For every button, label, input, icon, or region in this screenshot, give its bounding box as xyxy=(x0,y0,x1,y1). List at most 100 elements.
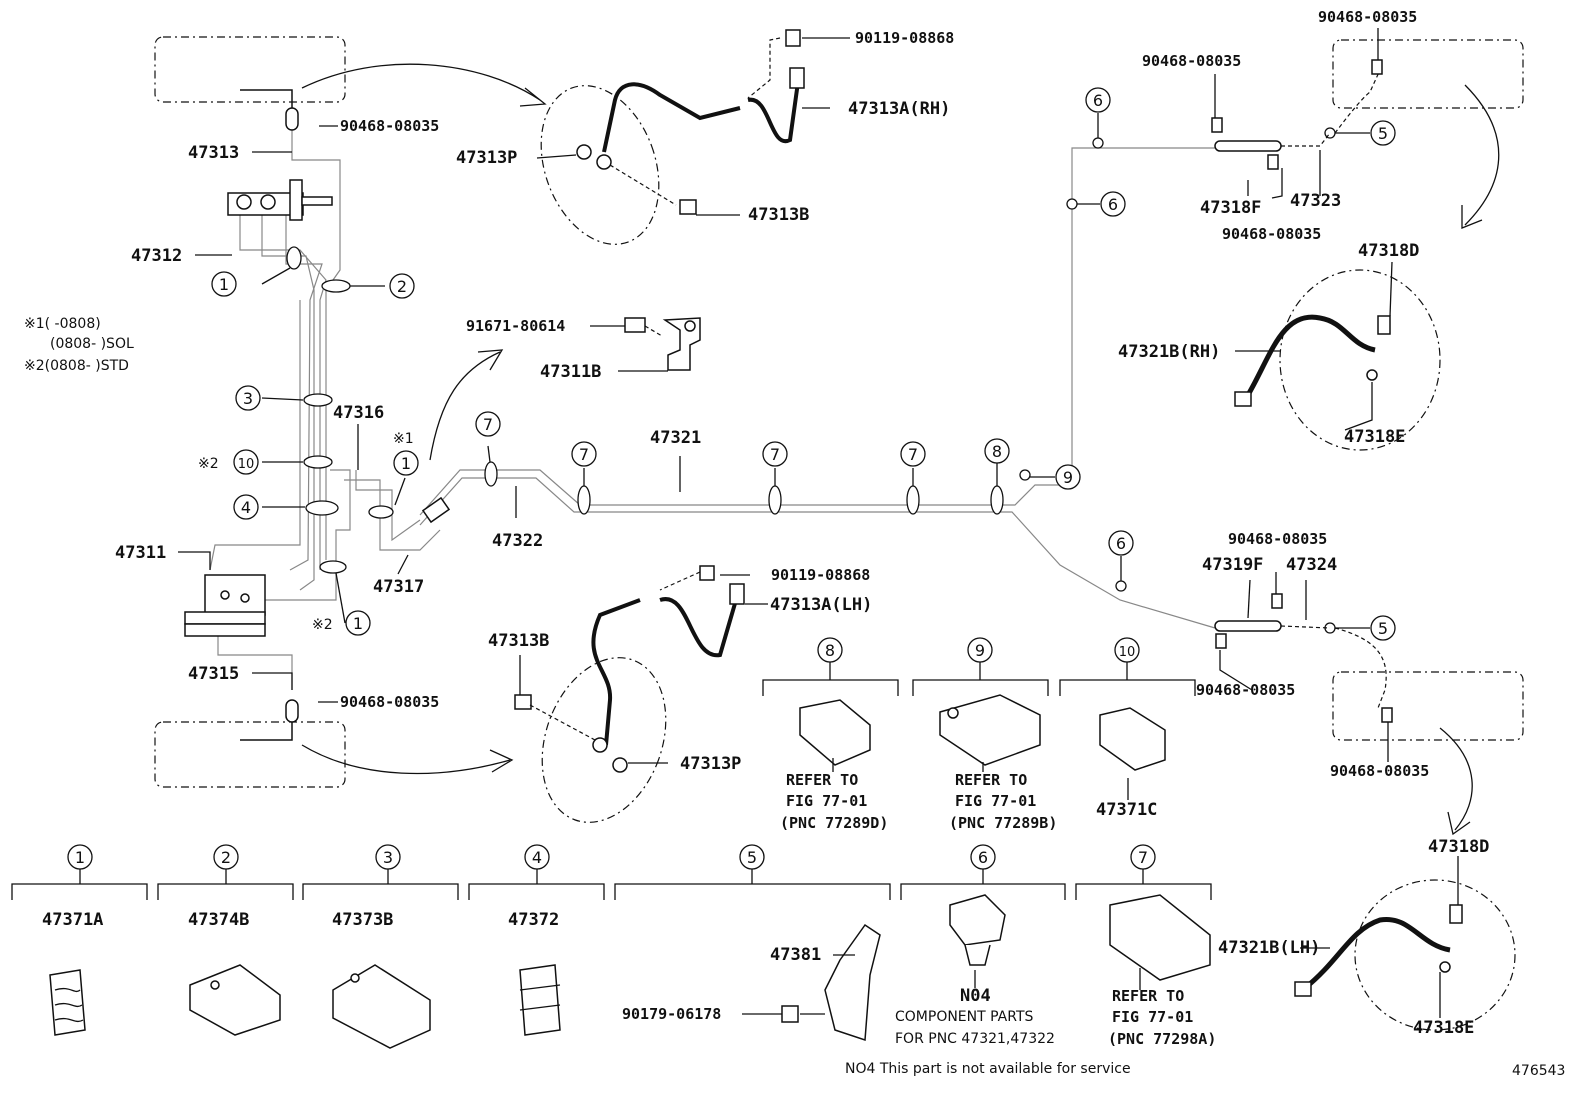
callout-7-legend: 7 xyxy=(1138,848,1148,867)
label-47321b-lh: 47321B(LH) xyxy=(1218,938,1320,958)
label-90468-c: 90468-08035 xyxy=(1142,52,1241,70)
callout-4: 4 xyxy=(241,498,251,517)
label-47317: 47317 xyxy=(373,577,424,597)
callout-5a: 5 xyxy=(1378,124,1388,143)
clip-77298a-icon xyxy=(1109,894,1211,981)
label-47372: 47372 xyxy=(508,910,559,930)
label-90119-top: 90119-08868 xyxy=(855,29,954,47)
label-47311: 47311 xyxy=(115,543,166,563)
label-47313b-mid: 47313B xyxy=(488,631,549,651)
rear-wheel-area-top xyxy=(1332,39,1524,109)
label-90119-mid: 90119-08868 xyxy=(771,566,870,584)
bracket-47311b xyxy=(624,317,701,371)
label-47318e-top: 47318E xyxy=(1344,427,1405,447)
callout-10-legend: 10 xyxy=(1119,645,1136,660)
label-pnc-a: (PNC 77298A) xyxy=(1108,1030,1216,1048)
label-47322: 47322 xyxy=(492,531,543,551)
front-wheel-area-bottom xyxy=(154,721,346,788)
callout-10: 10 xyxy=(238,457,255,472)
callout-7b: 7 xyxy=(579,445,589,464)
front-lh-brake-hose xyxy=(514,565,745,773)
clip-47371c-icon xyxy=(1099,707,1166,771)
label-n04: N04 xyxy=(960,986,991,1006)
label-refer-to-7: REFER TO xyxy=(1112,987,1184,1005)
callout-7a: 7 xyxy=(483,415,493,434)
callout-6c: 6 xyxy=(1116,534,1126,553)
label-47312: 47312 xyxy=(131,246,182,266)
label-47371c: 47371C xyxy=(1096,800,1157,820)
label-47318e-bot: 47318E xyxy=(1413,1018,1474,1038)
clip-47371a-icon xyxy=(49,969,86,1036)
callout-3-legend: 3 xyxy=(383,848,393,867)
callout-8: 8 xyxy=(992,442,1002,461)
note-1b: (0808- )SOL xyxy=(50,336,134,352)
rear-rh-brake-hose xyxy=(1234,314,1391,407)
callout-7c: 7 xyxy=(770,445,780,464)
callout-1b: 1 xyxy=(401,454,411,473)
star-1: ※1 xyxy=(393,431,414,447)
label-fig-7: FIG 77-01 xyxy=(1112,1008,1193,1026)
label-47313: 47313 xyxy=(188,143,239,163)
part-labels: 47313 90468-08035 47312 47316 47311 4731… xyxy=(42,8,1565,1079)
label-47374b: 47374B xyxy=(188,910,249,930)
label-fig-8: FIG 77-01 xyxy=(786,792,867,810)
label-47371a: 47371A xyxy=(42,910,103,930)
callout-4-legend: 4 xyxy=(532,848,542,867)
label-47313p-mid: 47313P xyxy=(680,754,741,774)
arrow-booster xyxy=(429,351,501,461)
label-90468-g: 90468-08035 xyxy=(1196,681,1295,699)
note-1a: ※1( -0808) xyxy=(24,316,101,332)
arrow-front-rh xyxy=(301,63,541,101)
label-47313a-lh: 47313A(LH) xyxy=(770,595,872,615)
label-90179: 90179-06178 xyxy=(622,1005,721,1023)
label-90468-e: 90468-08035 xyxy=(1222,225,1321,243)
clip-47372-icon xyxy=(519,964,561,1036)
label-47373b: 47373B xyxy=(332,910,393,930)
callout-5b: 5 xyxy=(1378,619,1388,638)
label-pnc-b: (PNC 77289B) xyxy=(949,814,1057,832)
label-47315: 47315 xyxy=(188,664,239,684)
callout-9-legend: 9 xyxy=(975,641,985,660)
arrow-rear-lh xyxy=(1439,727,1473,831)
callout-3: 3 xyxy=(243,389,253,408)
star-2b: ※2 xyxy=(312,617,333,633)
star-2a: ※2 xyxy=(198,456,219,472)
brake-master-cylinder-block xyxy=(227,179,333,221)
label-47318f: 47318F xyxy=(1200,198,1261,218)
clip-47381-icon xyxy=(781,923,881,1042)
label-47318d-bot: 47318D xyxy=(1428,837,1489,857)
front-wheel-area-top xyxy=(154,36,346,103)
clip-77289d-icon xyxy=(799,699,871,766)
callout-2-legend: 2 xyxy=(221,848,231,867)
rear-lh-brake-hose xyxy=(1294,904,1463,997)
label-90468-d: 90468-08035 xyxy=(1318,8,1417,26)
label-91671: 91671-80614 xyxy=(466,317,565,335)
arrow-front-lh xyxy=(301,744,511,775)
callout-6a: 6 xyxy=(1093,91,1103,110)
label-90468-a: 90468-08035 xyxy=(340,117,439,135)
abs-actuator xyxy=(184,574,266,637)
front-rh-detail-ellipse xyxy=(540,85,660,245)
label-footnote: NO4 This part is not available for servi… xyxy=(845,1061,1131,1077)
front-lh-detail-ellipse xyxy=(541,657,667,823)
callout-8-legend: 8 xyxy=(825,641,835,660)
clip-77289b-icon xyxy=(939,694,1041,766)
rear-rh-detail-ellipse xyxy=(1279,269,1441,451)
label-47311b: 47311B xyxy=(540,362,601,382)
callout-6-legend: 6 xyxy=(978,848,988,867)
label-refer-to-9: REFER TO xyxy=(955,771,1027,789)
label-47321b-rh: 47321B(RH) xyxy=(1118,342,1220,362)
label-90468-h: 90468-08035 xyxy=(1330,762,1429,780)
label-ref-no: 476543 xyxy=(1512,1063,1565,1079)
label-47316: 47316 xyxy=(333,403,384,423)
label-90468-f: 90468-08035 xyxy=(1228,530,1327,548)
note-2: ※2(0808- )STD xyxy=(24,358,129,374)
callout-2: 2 xyxy=(397,277,407,296)
callout-1-legend: 1 xyxy=(75,848,85,867)
pipe-clips xyxy=(286,127,1336,634)
label-47321: 47321 xyxy=(650,428,701,448)
label-47313a-rh: 47313A(RH) xyxy=(848,99,950,119)
label-refer-to-8: REFER TO xyxy=(786,771,858,789)
clip-47374b-icon xyxy=(189,964,281,1036)
clip-n04-icon xyxy=(949,894,1006,966)
